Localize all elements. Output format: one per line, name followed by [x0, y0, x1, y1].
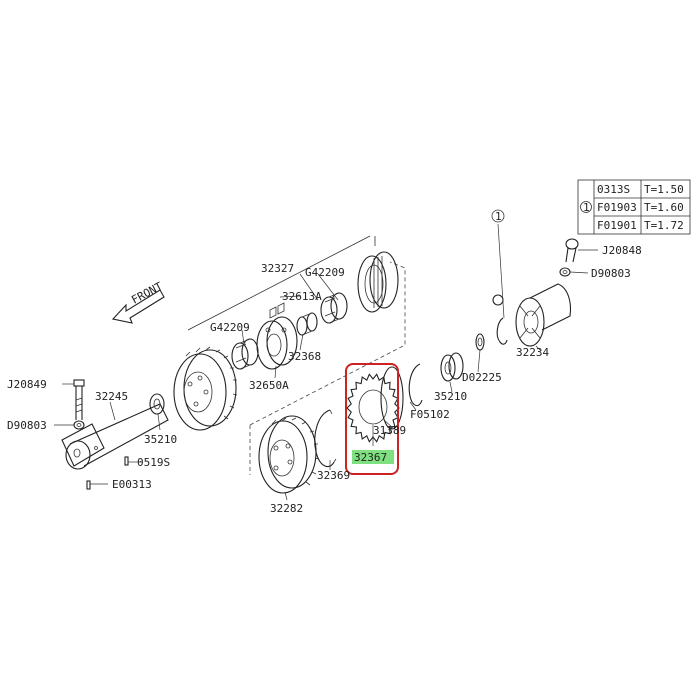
spring-key-part: [269, 302, 285, 319]
label-31389[interactable]: 31389: [373, 424, 406, 437]
leader-lines: [54, 223, 598, 501]
label-d90803-right[interactable]: D90803: [591, 267, 631, 280]
shaft-part: [61, 403, 169, 470]
label-35210-left[interactable]: 35210: [144, 433, 177, 446]
label-f05102[interactable]: F05102: [410, 408, 450, 421]
ring-d02225: [475, 333, 485, 351]
label-g42209-front[interactable]: G42209: [210, 321, 250, 334]
assembly-frame: [187, 235, 406, 475]
table-part-2: F01901: [597, 219, 637, 232]
table-thickness-0: T=1.50: [644, 183, 684, 196]
front-arrow-icon: [111, 289, 165, 324]
bolt-j20848: [565, 238, 579, 263]
table-thickness-2: T=1.72: [644, 219, 684, 232]
label-35210-right[interactable]: 35210: [434, 390, 467, 403]
label-32282[interactable]: 32282: [270, 502, 303, 515]
label-e00313[interactable]: E00313: [112, 478, 152, 491]
pin-0519s: [124, 456, 129, 466]
table-part-0: 0313S: [597, 183, 630, 196]
ball-part: [492, 294, 504, 306]
label-d90803-left[interactable]: D90803: [7, 419, 47, 432]
label-32613a[interactable]: 32613A: [282, 290, 322, 303]
bolt-j20849: [73, 379, 85, 420]
snap-ring-ref1: [496, 317, 508, 345]
needle-bearing-rear: [320, 292, 348, 324]
bearing-right: [440, 352, 464, 382]
housing-part: [515, 283, 572, 347]
label-j20849[interactable]: J20849: [7, 378, 47, 391]
snap-ring-31389: [380, 366, 404, 430]
ref-circle-1[interactable]: 1: [491, 209, 505, 223]
label-32367[interactable]: 32367: [354, 451, 387, 464]
highlight-box[interactable]: [345, 363, 399, 475]
label-32327[interactable]: 32327: [261, 262, 294, 275]
drive-gear-part: [258, 415, 320, 494]
ref-circle-1-label: 1: [495, 210, 502, 223]
shim-table: 1 0313S T=1.50 F01903 T=1.60 F01901 T=1.…: [577, 179, 691, 235]
seal-left: [149, 393, 165, 415]
label-32234[interactable]: 32234: [516, 346, 549, 359]
table-thickness-1: T=1.60: [644, 201, 684, 214]
label-32369[interactable]: 32369: [317, 469, 350, 482]
label-0519s[interactable]: 0519S: [137, 456, 170, 469]
washer-right: [559, 267, 571, 277]
label-32650a[interactable]: 32650A: [249, 379, 289, 392]
collar-part: [296, 312, 318, 336]
highlight-label-bg: [352, 450, 394, 464]
snap-ring-32369: [314, 409, 337, 468]
table-ref-mark: 1: [583, 201, 590, 214]
label-j20848[interactable]: J20848: [602, 244, 642, 257]
label-32245[interactable]: 32245: [95, 390, 128, 403]
synchro-hub-part: [256, 316, 298, 370]
pin-e00313: [86, 480, 91, 490]
sleeve-part: [357, 251, 399, 313]
washer-left: [73, 420, 85, 430]
direction-label: FRONT: [129, 279, 165, 306]
large-gear-part: [173, 346, 238, 431]
label-g42209-rear[interactable]: G42209: [305, 266, 345, 279]
needle-bearing-front: [231, 338, 259, 370]
snap-ring-f05102: [408, 363, 423, 407]
label-d02225[interactable]: D02225: [462, 371, 502, 384]
label-32368[interactable]: 32368: [288, 350, 321, 363]
table-part-1: F01903: [597, 201, 637, 214]
